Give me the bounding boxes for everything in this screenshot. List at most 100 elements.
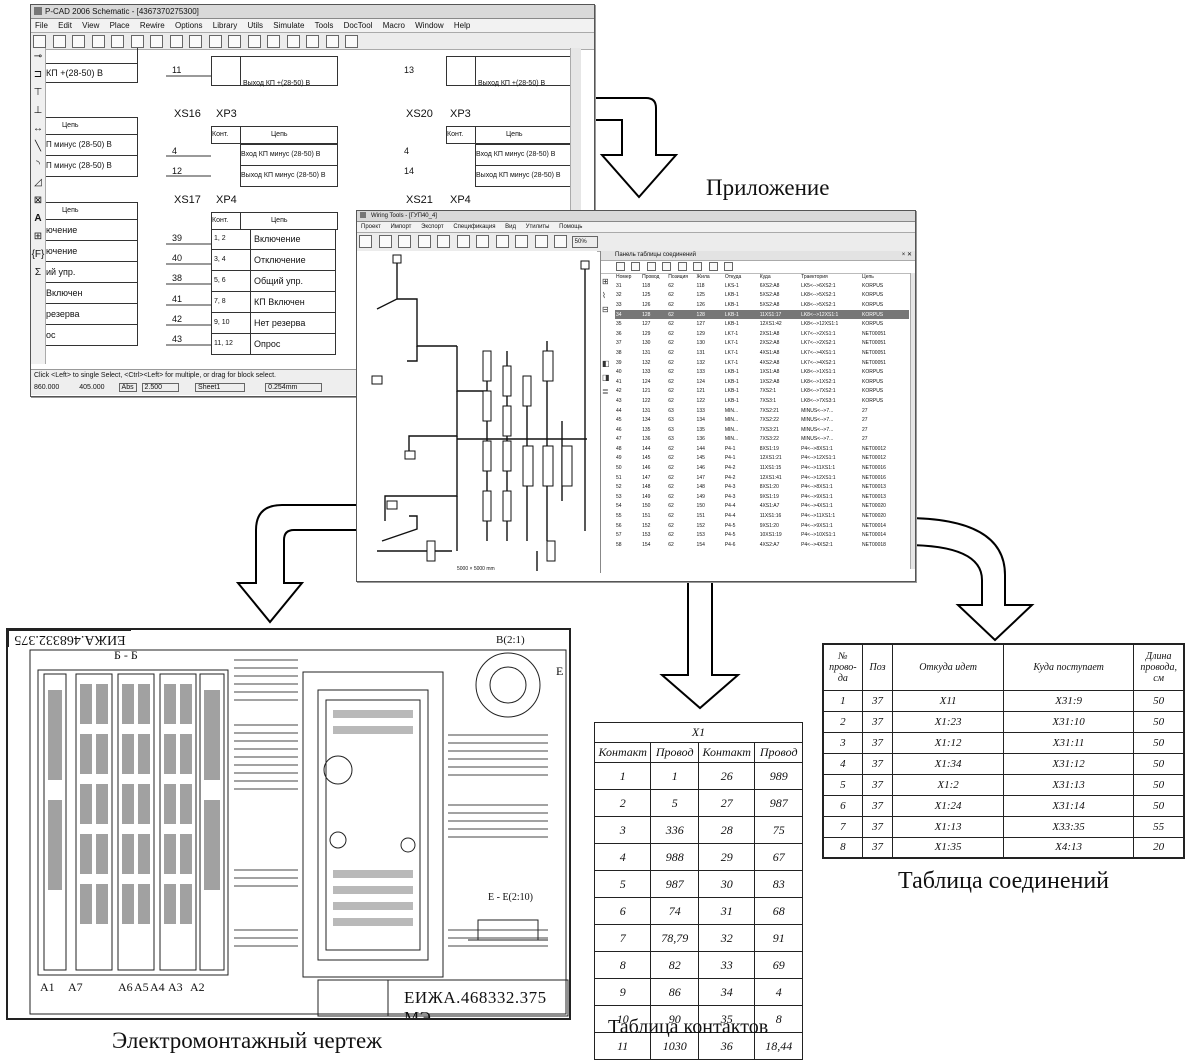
text-tool-icon[interactable]: A bbox=[31, 210, 45, 228]
wmenu-spec[interactable]: Спецификация bbox=[449, 224, 499, 230]
wline-icon[interactable] bbox=[379, 235, 392, 248]
col-core[interactable]: Жила bbox=[696, 273, 724, 281]
sheet-select[interactable]: Sheet1 bbox=[195, 383, 245, 392]
side-wire-icon[interactable]: ⌇ bbox=[602, 289, 614, 303]
ptb-import-icon[interactable] bbox=[709, 262, 718, 271]
arc-tool-icon[interactable]: ◝ bbox=[31, 156, 45, 174]
copy-icon[interactable] bbox=[150, 35, 163, 48]
table-row[interactable]: 3813162131LK7-14XS1:A8LK7<-->4XS1:1NET00… bbox=[615, 348, 909, 358]
menu-library[interactable]: Library bbox=[209, 21, 241, 30]
select-tool-icon[interactable] bbox=[33, 35, 46, 48]
side-net-icon[interactable]: ◧ bbox=[602, 357, 614, 371]
wedit-icon[interactable] bbox=[515, 235, 528, 248]
menu-file[interactable]: File bbox=[31, 21, 52, 30]
ptb-refresh-icon[interactable] bbox=[724, 262, 733, 271]
side-bundle-icon[interactable]: ⊟ bbox=[602, 303, 614, 317]
ptb-delete-icon[interactable] bbox=[631, 262, 640, 271]
redo-icon[interactable] bbox=[209, 35, 222, 48]
polygon-tool-icon[interactable]: ◿ bbox=[31, 174, 45, 192]
ptb-copy-icon[interactable] bbox=[647, 262, 656, 271]
menu-window[interactable]: Window bbox=[411, 21, 447, 30]
grid-icon[interactable] bbox=[287, 35, 300, 48]
line-width-select[interactable]: 0.254mm bbox=[265, 383, 322, 392]
ptb-add-icon[interactable] bbox=[616, 262, 625, 271]
sum-tool-icon[interactable]: Σ bbox=[31, 264, 45, 282]
wmenu-import[interactable]: Импорт bbox=[386, 224, 415, 230]
wflag-icon[interactable] bbox=[554, 235, 567, 248]
menu-place[interactable]: Place bbox=[106, 21, 134, 30]
table-icon[interactable] bbox=[326, 35, 339, 48]
menu-doctool[interactable]: DocTool bbox=[340, 21, 377, 30]
ptb-filter-icon[interactable] bbox=[678, 262, 687, 271]
netlist-icon[interactable] bbox=[248, 35, 261, 48]
side-connector-icon[interactable]: ⊞ bbox=[602, 275, 614, 289]
ptb-sort-icon[interactable] bbox=[662, 262, 671, 271]
port-tool-icon[interactable]: ⊐ bbox=[31, 66, 45, 84]
undo-icon[interactable] bbox=[189, 35, 202, 48]
attribute-tool-icon[interactable]: ⊞ bbox=[31, 228, 45, 246]
abs-button[interactable]: Abs bbox=[119, 383, 137, 392]
col-wire[interactable]: Провод bbox=[641, 273, 667, 281]
menu-help[interactable]: Help bbox=[450, 21, 474, 30]
ground-tool-icon[interactable]: ⊤ bbox=[31, 84, 45, 102]
wzoom-in-icon[interactable] bbox=[437, 235, 450, 248]
wzoom-out-icon[interactable] bbox=[457, 235, 470, 248]
line-tool-icon[interactable]: ╲ bbox=[31, 138, 45, 156]
ieee-tool-icon[interactable]: {F} bbox=[31, 246, 45, 264]
menu-rewire[interactable]: Rewire bbox=[136, 21, 169, 30]
grid-select[interactable]: 2.500 bbox=[142, 383, 180, 392]
print-icon[interactable] bbox=[111, 35, 124, 48]
ptb-export-icon[interactable] bbox=[693, 262, 702, 271]
wselect-icon[interactable] bbox=[359, 235, 372, 248]
wmenu-project[interactable]: Проект bbox=[357, 224, 385, 230]
menu-options[interactable]: Options bbox=[171, 21, 207, 30]
menu-macro[interactable]: Macro bbox=[379, 21, 409, 30]
new-file-icon[interactable] bbox=[53, 35, 66, 48]
wdelete-icon[interactable] bbox=[398, 235, 411, 248]
menu-view[interactable]: View bbox=[78, 21, 103, 30]
layers-icon[interactable] bbox=[345, 35, 358, 48]
side-pin-icon[interactable]: ◨ bbox=[602, 371, 614, 385]
power-tool-icon[interactable]: ⊥ bbox=[31, 102, 45, 120]
field-tool-icon[interactable]: ⊠ bbox=[31, 192, 45, 210]
col-route[interactable]: Траектория bbox=[800, 273, 861, 281]
panel-vscrollbar[interactable] bbox=[910, 273, 916, 569]
wmenu-export[interactable]: Экспорт bbox=[417, 224, 448, 230]
save-icon[interactable] bbox=[92, 35, 105, 48]
wpan-icon[interactable] bbox=[476, 235, 489, 248]
col-to[interactable]: Куда bbox=[759, 273, 800, 281]
menu-edit[interactable]: Edit bbox=[54, 21, 76, 30]
wzoom-select[interactable]: 50% bbox=[572, 236, 598, 248]
wfit-icon[interactable] bbox=[496, 235, 509, 248]
col-net[interactable]: Цепь bbox=[861, 273, 909, 281]
panel-close-icon[interactable]: × ✕ bbox=[902, 251, 916, 260]
col-from[interactable]: Откуда bbox=[724, 273, 759, 281]
menu-tools[interactable]: Tools bbox=[311, 21, 338, 30]
col-position[interactable]: Позиция bbox=[667, 273, 695, 281]
open-file-icon[interactable] bbox=[72, 35, 85, 48]
